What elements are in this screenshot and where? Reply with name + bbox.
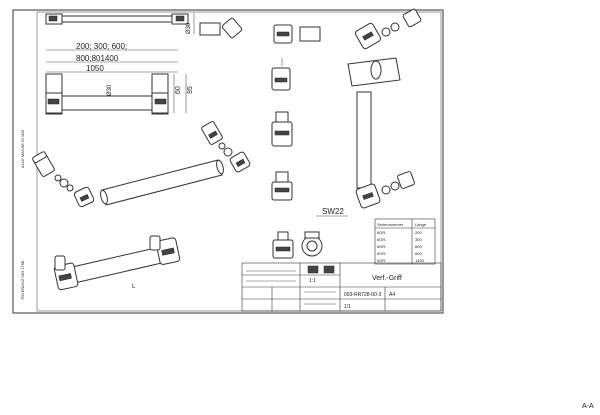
length-table-serial: 6GR..	[377, 251, 387, 256]
outer-frame	[12, 9, 444, 314]
length-table-length: 1400	[415, 258, 425, 263]
length-table-length: 800	[415, 251, 422, 256]
fitting-top	[199, 17, 243, 39]
title-text: Verf.-Griff	[372, 275, 402, 282]
nut-part-b	[301, 231, 323, 257]
handle-front-view	[45, 73, 169, 115]
handle-top-view	[45, 13, 189, 25]
lengths-bottom-label: 800;801400	[76, 54, 119, 63]
fitting-4	[271, 111, 293, 147]
margin-note-upper: ALLE MASSE IN MM	[20, 130, 25, 168]
length-table-header-1: Seriennummer	[377, 222, 404, 227]
height-60-label: 60	[175, 86, 182, 94]
length-table-length: 200	[415, 230, 422, 235]
height-95-label: 95	[187, 86, 194, 94]
wrench-size-label: SW22	[322, 207, 344, 216]
exploded-handle-view	[32, 121, 251, 208]
length-table-serial: 6GR..	[377, 237, 387, 242]
length-table-serial: 6GR..	[377, 258, 387, 263]
vertical-post-view	[347, 8, 422, 209]
length-table-serial: 6GR..	[377, 230, 387, 235]
length-table-header-2: Länge	[415, 222, 427, 227]
scale-text: 1:1	[309, 278, 316, 284]
size-text: A4	[389, 292, 395, 298]
length-l-label: L	[132, 284, 136, 290]
fitting-5	[271, 171, 293, 201]
assembled-handle-view	[53, 235, 181, 291]
fitting-3	[271, 58, 291, 91]
margin-note-lower: TOLERANZ ISO 2768	[20, 260, 25, 300]
corner-label: A-A	[582, 403, 594, 410]
length-table-length: 300	[415, 237, 422, 242]
fitting-2	[273, 24, 321, 44]
lengths-top-label: 200; 300; 600;	[76, 42, 127, 51]
overall-length-label: 1050	[86, 64, 104, 73]
nut-part-a	[272, 231, 294, 259]
title-block: Verf.-Griff 003-RR728-00-3 1:1 A4 1/1	[241, 262, 442, 312]
length-table-serial: 6GR..	[377, 244, 387, 249]
pipe-diameter-top-label: Ø30	[186, 22, 192, 34]
length-table: Seriennummer Länge 6GR.. 200 6GR.. 300 6GR..…	[374, 218, 436, 265]
sheet-text: 1/1	[344, 304, 351, 310]
diameter-label: Ø30	[107, 84, 113, 96]
length-table-length: 600	[415, 244, 422, 249]
drawing-number-text: 003-RR728-00-3	[344, 292, 381, 298]
